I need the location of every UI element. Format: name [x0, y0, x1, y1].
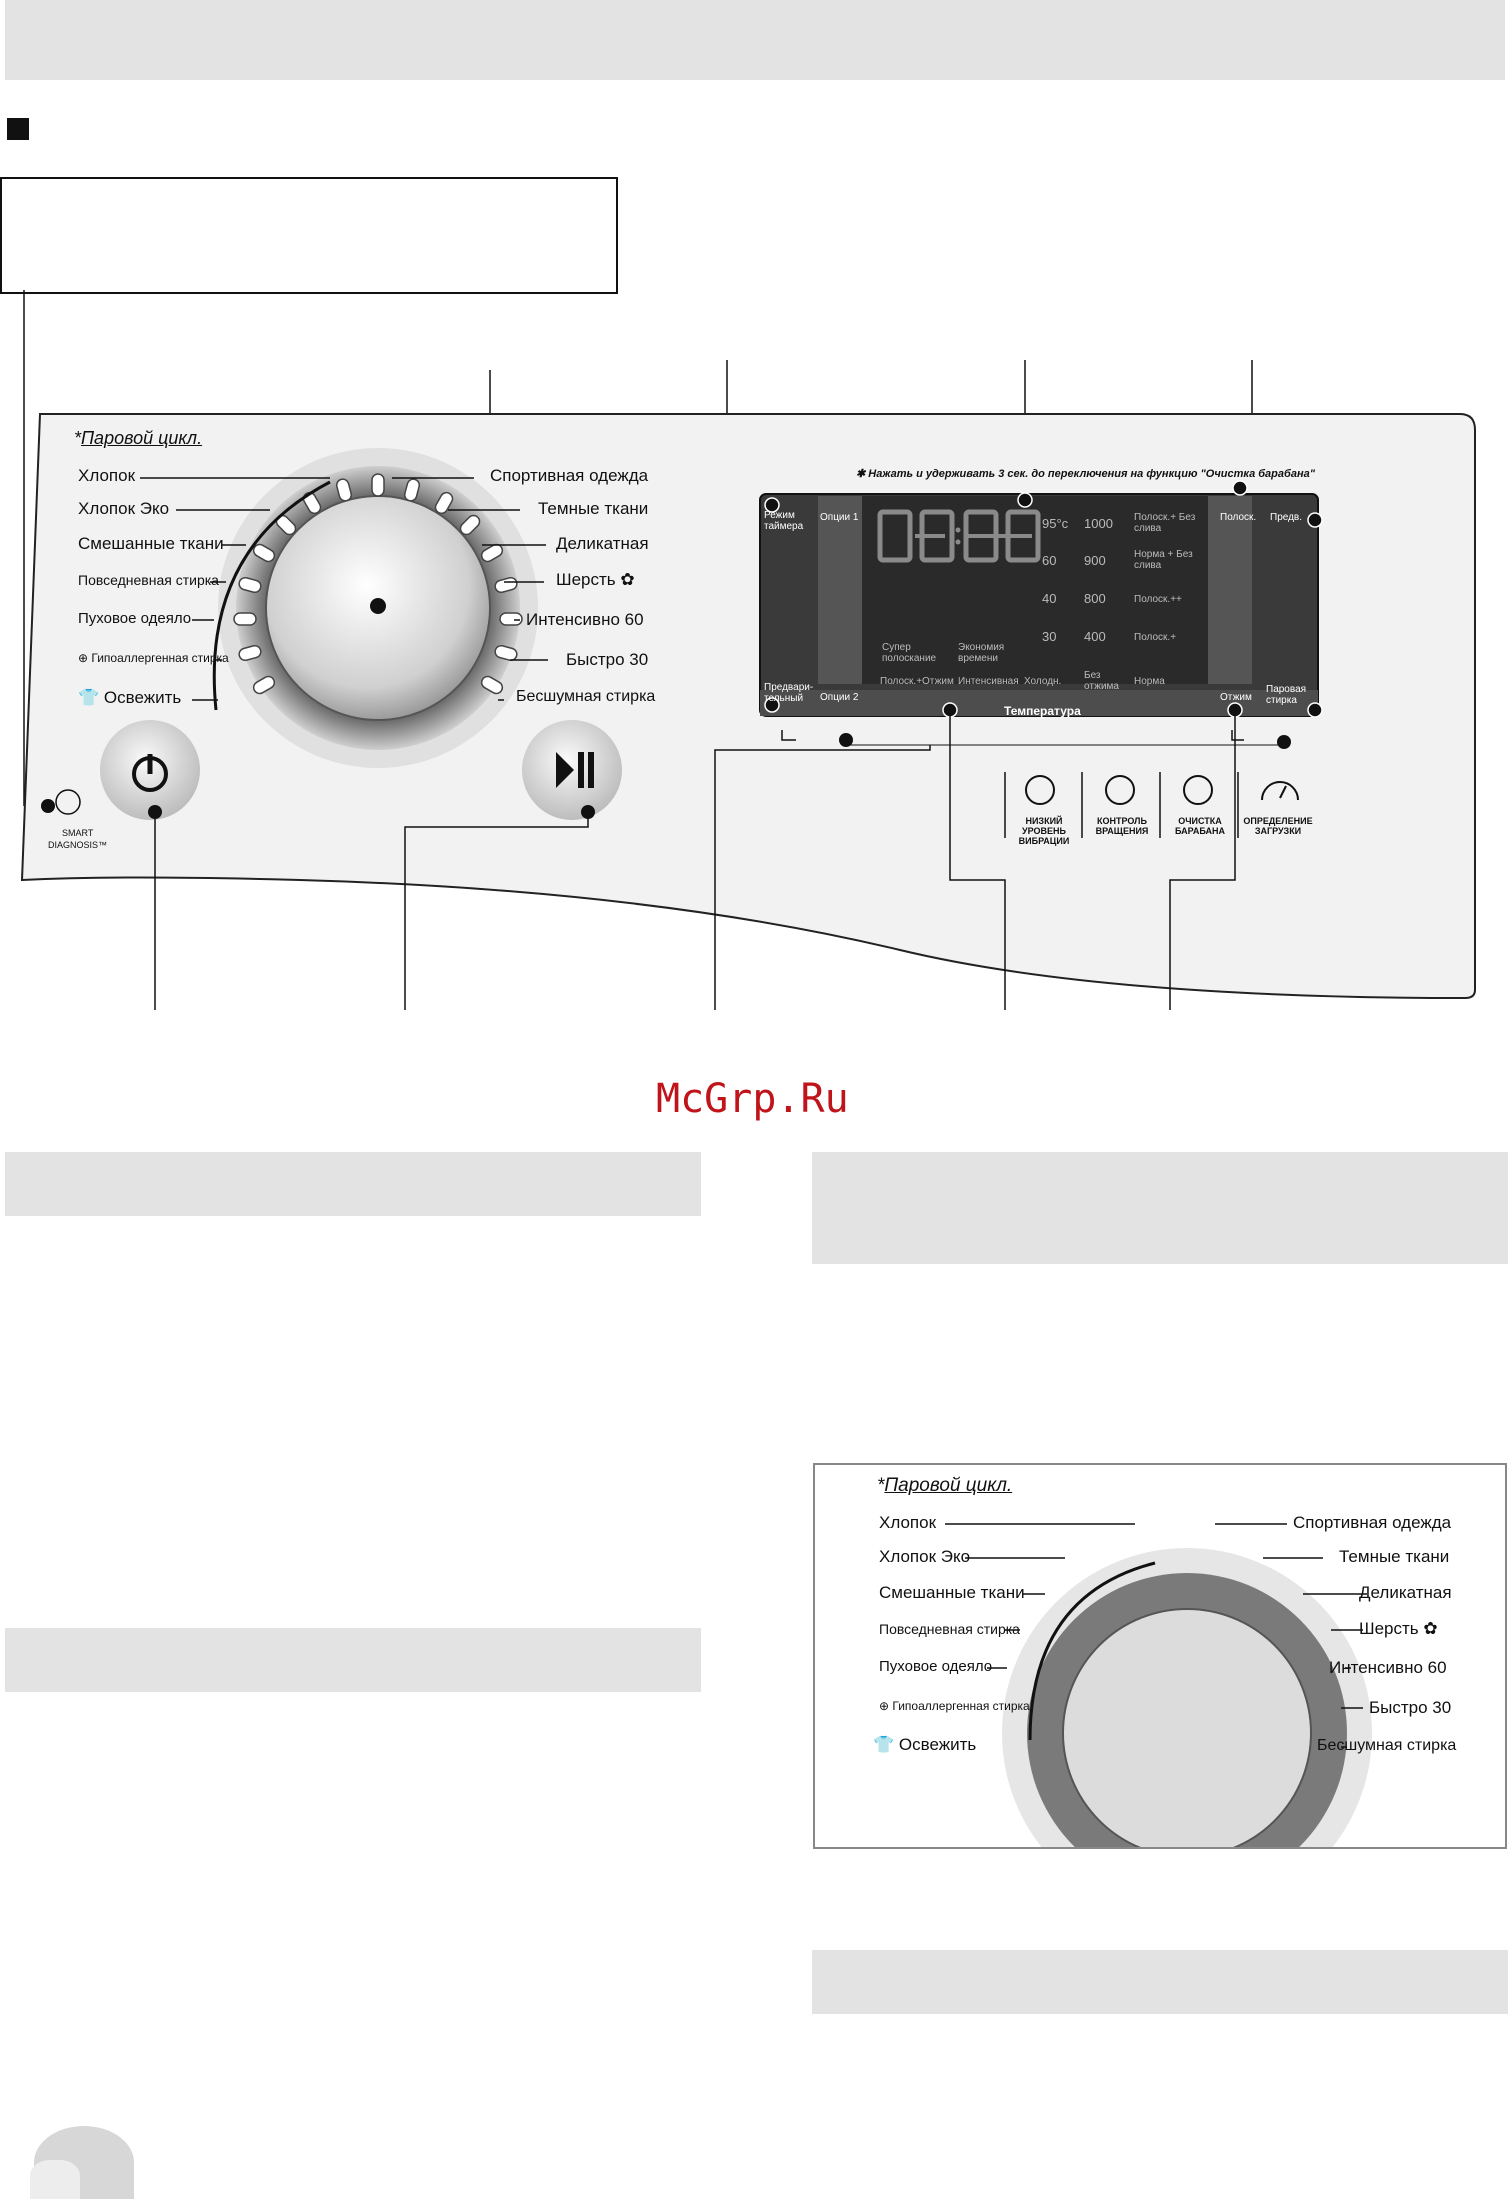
- svg-text:SMART: SMART: [62, 828, 94, 838]
- asterisk: *: [877, 1475, 885, 1496]
- program-intensive: Интенсивно 60: [526, 610, 644, 629]
- spin-900: 900: [1084, 553, 1106, 568]
- detail-allergy: ⊕ Гипоаллергенная стирка: [879, 1699, 1030, 1713]
- section-bar-4: [812, 1950, 1508, 2014]
- feature-rotation: КОНТРОЛЬ ВРАЩЕНИЯ: [1095, 816, 1149, 836]
- detail-refresh: 👕 Освежить: [873, 1735, 976, 1755]
- program-allergy: ⊕ Гипоаллергенная стирка: [78, 651, 229, 665]
- program-wool: Шерсть ✿: [556, 570, 635, 590]
- wool-icon: ✿: [615, 570, 635, 589]
- temp-95: 95°c: [1042, 516, 1069, 531]
- allergy-icon: ⊕: [78, 651, 92, 665]
- watermark: McGrp.Ru: [656, 1076, 849, 1122]
- detail-cotton-eco: Хлопок Эко: [879, 1547, 971, 1566]
- detail-silent: Бесшумная стирка: [1317, 1737, 1457, 1754]
- hold-note: ✱ Нажать и удерживать 3 сек. до переключ…: [856, 468, 1315, 480]
- detail-steam-note: *Паровой цикл.: [877, 1475, 1012, 1497]
- program-wool-label: Шерсть: [556, 570, 616, 589]
- wool-icon: ✿: [1418, 1619, 1438, 1638]
- detail-duvet: Пуховое одеяло: [879, 1658, 993, 1675]
- detail-sport: Спортивная одежда: [1293, 1513, 1452, 1532]
- bottom-opt-5: Норма: [1134, 676, 1165, 687]
- detail-refresh-label: Освежить: [898, 1735, 977, 1754]
- spin-1000: 1000: [1084, 516, 1113, 531]
- display-option2[interactable]: Опции 2: [820, 692, 859, 703]
- spin-400: 400: [1084, 629, 1106, 644]
- rinse-opt-3: Полоск.++: [1134, 594, 1182, 605]
- rinse-opt-1: Полоск.+ Без слива: [1134, 512, 1196, 534]
- display-option1[interactable]: Опции 1: [820, 512, 859, 523]
- detail-cotton: Хлопок: [879, 1513, 937, 1532]
- program-daily: Повседневная стирка: [78, 572, 219, 588]
- detail-wool: Шерсть ✿: [1359, 1619, 1438, 1639]
- program-refresh: 👕 Освежить: [78, 688, 181, 708]
- bottom-opt-2: Интенсивная: [958, 676, 1019, 687]
- shirt-icon: 👕: [873, 1735, 899, 1754]
- hold-note-text: Нажать и удерживать 3 сек. до переключен…: [868, 468, 1198, 480]
- shirt-icon: 👕: [78, 688, 104, 707]
- opt-super-rinse: Супер полоскание: [882, 642, 937, 664]
- detail-daily: Повседневная стирка: [879, 1621, 1020, 1637]
- steam-note-text: Паровой цикл.: [81, 428, 203, 448]
- temp-30: 30: [1042, 629, 1057, 644]
- callout-box: [0, 177, 618, 294]
- feature-drum-clean: ОЧИСТКА БАРАБАНА: [1175, 816, 1225, 836]
- section-bar-3: [5, 1628, 701, 1692]
- spin-800: 800: [1084, 591, 1106, 606]
- detail-wool-label: Шерсть: [1359, 1619, 1419, 1638]
- program-sport: Спортивная одежда: [490, 466, 649, 485]
- svg-text:DIAGNOSIS™: DIAGNOSIS™: [48, 840, 107, 850]
- display-temperature[interactable]: Температура: [1004, 704, 1081, 718]
- program-cotton-eco: Хлопок Эко: [78, 499, 170, 518]
- program-mixed: Смешанные ткани: [78, 534, 224, 553]
- star-icon: ✱: [856, 468, 869, 480]
- allergy-icon: ⊕: [879, 1699, 893, 1713]
- program-dark: Темные ткани: [538, 499, 649, 518]
- section-bar-1: [5, 1152, 701, 1216]
- program-delicate: Деликатная: [556, 534, 649, 553]
- detail-dark: Темные ткани: [1339, 1547, 1450, 1566]
- dial-detail-illustration: [945, 1523, 1372, 1847]
- temp-60: 60: [1042, 553, 1057, 568]
- hold-function: Очистка барабана: [1205, 468, 1310, 480]
- detail-allergy-label: Гипоаллергенная стирка: [892, 1699, 1030, 1713]
- program-refresh-label: Освежить: [103, 688, 182, 707]
- program-cotton: Хлопок: [78, 466, 136, 485]
- program-allergy-label: Гипоаллергенная стирка: [91, 651, 229, 665]
- asterisk: *: [74, 428, 82, 448]
- display-timer: Режим таймера: [764, 510, 804, 532]
- bottom-opt-4: Без отжима: [1084, 670, 1119, 692]
- header-bar: [5, 0, 1505, 80]
- section-marker: [7, 118, 29, 140]
- detail-mixed: Смешанные ткани: [879, 1583, 1025, 1602]
- control-panel-illustration: SMART DIAGNOSIS™: [20, 290, 1476, 1010]
- display-spin[interactable]: Отжим: [1220, 692, 1252, 703]
- program-silent: Бесшумная стирка: [516, 688, 656, 705]
- detail-steam-text: Паровой цикл.: [884, 1475, 1013, 1496]
- display-prewash[interactable]: Предв.: [1270, 512, 1303, 523]
- dial-detail-box: *Паровой цикл. Хлопок Хлопок Эко Смешанн…: [813, 1463, 1507, 1849]
- opt-economy: Экономия времени: [958, 642, 1005, 664]
- section-bar-2: [812, 1152, 1508, 1264]
- detail-delicate: Деликатная: [1359, 1583, 1452, 1602]
- temp-40: 40: [1042, 591, 1057, 606]
- program-quick: Быстро 30: [566, 650, 649, 669]
- page-number-bubble-shadow: [30, 2160, 80, 2199]
- display-steam[interactable]: Паровая стирка: [1266, 684, 1307, 706]
- display-delay: Предвари-тельный: [764, 682, 814, 704]
- bottom-opt-3: Холодн.: [1024, 676, 1062, 687]
- rinse-opt-2: Норма + Без слива: [1134, 549, 1193, 571]
- detail-intensive: Интенсивно 60: [1329, 1658, 1447, 1677]
- detail-quick: Быстро 30: [1369, 1698, 1452, 1717]
- feature-load-detect: ОПРЕДЕЛЕНИЕ ЗАГРУЗКИ: [1243, 816, 1313, 836]
- rinse-opt-4: Полоск.+: [1134, 632, 1177, 643]
- feature-vibration: НИЗКИЙ УРОВЕНЬ ВИБРАЦИИ: [1018, 816, 1070, 846]
- bottom-opt-1: Полоск.+Отжим: [880, 676, 954, 687]
- steam-note: *Паровой цикл.: [74, 428, 202, 449]
- display-rinse[interactable]: Полоск.: [1220, 512, 1257, 523]
- program-duvet: Пуховое одеяло: [78, 610, 192, 627]
